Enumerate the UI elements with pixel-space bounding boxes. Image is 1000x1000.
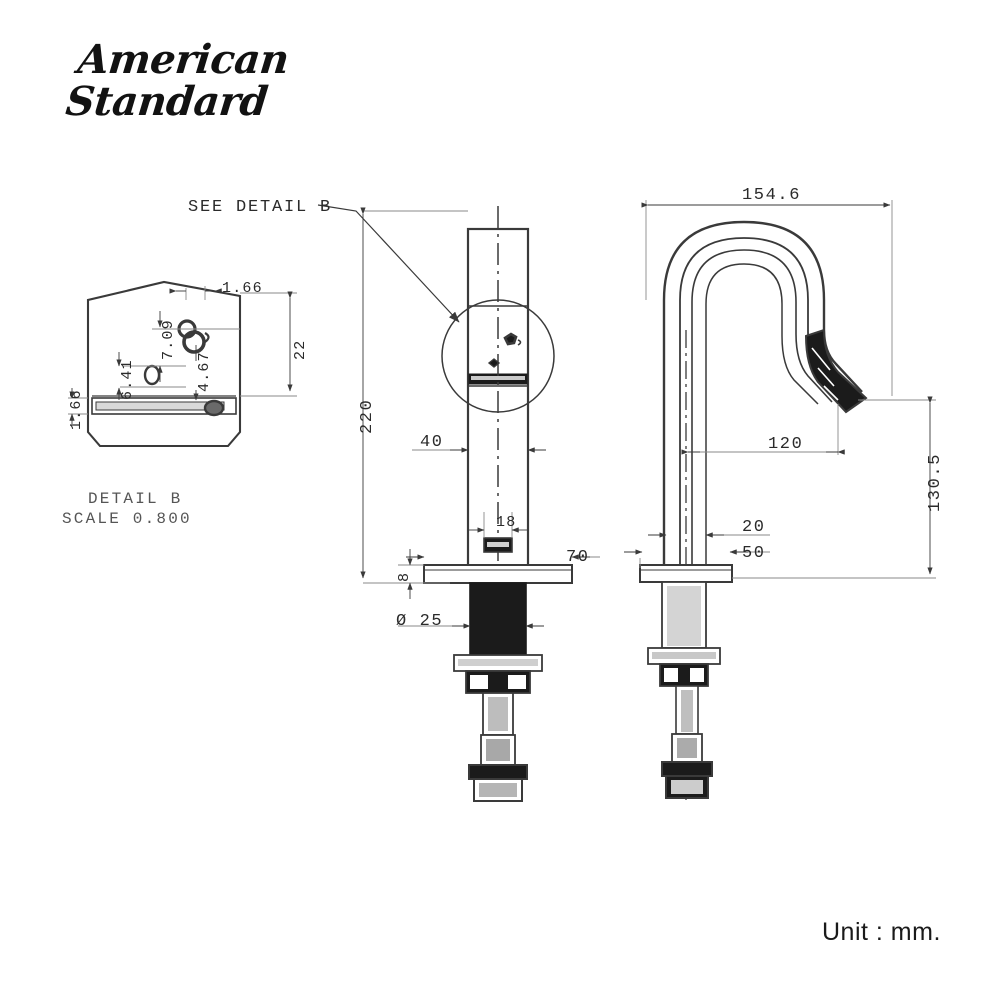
dim-front-diameter-25: Ø 25 bbox=[396, 612, 444, 631]
dim-front-8: 8 bbox=[396, 571, 413, 582]
dim-front-70: 70 bbox=[566, 548, 590, 567]
dim-front-18: 18 bbox=[496, 514, 517, 531]
dim-detail-709: 7.09 bbox=[160, 319, 177, 360]
dim-detail-22: 22 bbox=[292, 339, 309, 360]
dim-side-50: 50 bbox=[742, 544, 766, 563]
detail-b-caption-title: DETAIL B bbox=[88, 490, 183, 508]
detail-b-drawing bbox=[68, 280, 297, 448]
see-detail-b-note: SEE DETAIL B bbox=[188, 198, 333, 217]
dim-side-120: 120 bbox=[768, 435, 804, 454]
dim-detail-166-top: 1.66 bbox=[222, 280, 263, 297]
dim-detail-467: 4.67 bbox=[196, 351, 213, 392]
dim-side-20: 20 bbox=[742, 518, 766, 537]
dim-front-220: 220 bbox=[358, 398, 377, 434]
dim-detail-641: 6.41 bbox=[119, 359, 136, 400]
dim-side-154-6: 154.6 bbox=[742, 186, 802, 205]
side-view-drawing bbox=[624, 200, 936, 800]
dim-front-40: 40 bbox=[420, 433, 444, 452]
detail-b-caption-scale: SCALE 0.800 bbox=[62, 510, 192, 528]
dim-detail-166-left: 1.66 bbox=[68, 389, 85, 430]
unit-note: Unit : mm. bbox=[822, 918, 941, 946]
dim-side-130-5: 130.5 bbox=[926, 452, 945, 512]
front-view-drawing bbox=[317, 204, 600, 802]
